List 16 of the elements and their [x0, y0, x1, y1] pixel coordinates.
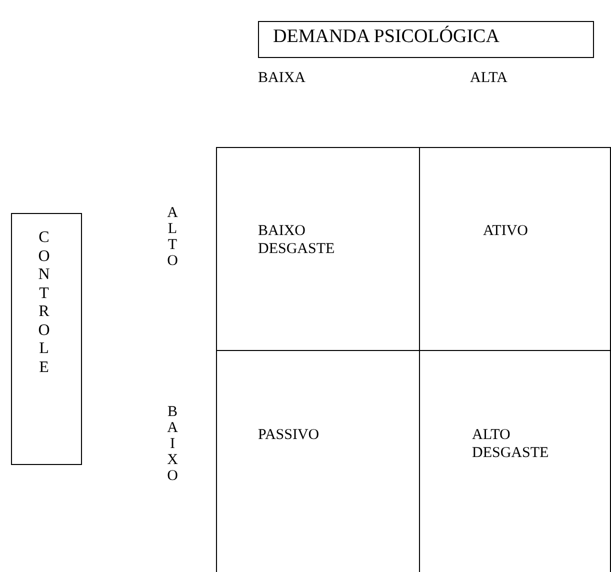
quadrant-cell [216, 147, 420, 351]
cell-label: CONTROLE [37, 229, 51, 377]
cell-label: ATIVO [483, 222, 529, 240]
quadrant-cell [216, 350, 420, 572]
cell-label: ALTO DESGASTE [472, 426, 550, 462]
cell-label: BAIXO DESGASTE [258, 222, 336, 258]
row-header: ALTO [166, 205, 179, 269]
quadrant-cell [419, 147, 611, 351]
axis-label-box [11, 213, 82, 465]
header-box [258, 21, 594, 58]
quadrant-cell [419, 350, 611, 572]
cell-label: DEMANDA PSICOLÓGICA [273, 28, 500, 46]
cell-label: PASSIVO [258, 426, 320, 444]
column-header: BAIXA [258, 69, 306, 87]
row-header: BAIXO [166, 404, 179, 484]
column-header: ALTA [470, 69, 508, 87]
